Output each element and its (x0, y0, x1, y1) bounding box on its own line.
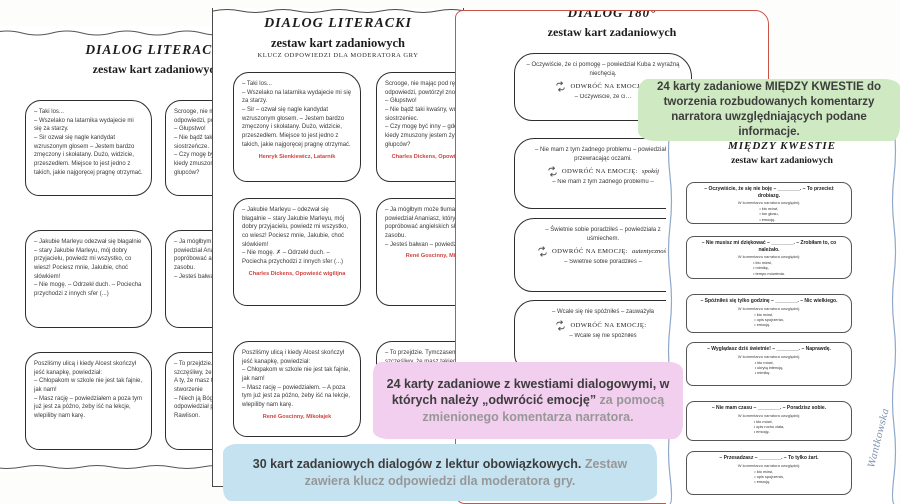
page-title: DIALOG 180° (567, 10, 657, 20)
flip-emotion: autentyczność (632, 248, 670, 256)
page-title: DIALOG LITERACKI (85, 42, 229, 57)
card-result: – Oczywiście, że ci… (574, 94, 632, 101)
narrator-card: – Spóźniłeś się tylko godzinę – ________… (686, 294, 852, 333)
card-line: – Wcale się nie spóźniłeś – zauważyła (551, 309, 655, 315)
card-text: – To przejdzie. Tymczasem szczęśliwy, że… (385, 350, 463, 365)
narrator-card: – Nie musisz mi dziękować – ________. – … (686, 236, 852, 279)
callout-dialog-180: 24 karty zadaniowe z kwestiami dialogowy… (373, 362, 683, 439)
page-subtitle: zestaw kart zadaniowych (547, 25, 677, 39)
card-line: – Świetnie sobie poradziłeś – powiedział… (545, 227, 661, 242)
callout-miedzy-kwestie: 24 karty zadaniowe MIĘDZY KWESTIE do two… (638, 79, 900, 141)
card-bullets: kto mówi, mimikę, tempo mówienia. (753, 260, 785, 276)
flip-card: – Wcale się nie spóźniłeś – zauważyła OD… (514, 300, 692, 372)
callout-dialog-literacki: 30 kart zadaniowych dialogów z lektur ob… (223, 444, 657, 501)
task-card: – Jakubie Marleyu odezwał się błagalnie … (25, 230, 152, 328)
card-result: – Świetnie sobie poradziłeś – (564, 259, 642, 266)
flip-arrows-icon (555, 81, 566, 92)
narrator-card: – Przesadzasz – ________. – To tylko żar… (686, 451, 852, 495)
card-text: – Jakubie Marleyu odezwał się błagalnie … (34, 239, 142, 298)
callout-text: 24 karty zadaniowe MIĘDZY KWESTIE do two… (656, 81, 882, 138)
card-bullets: kto mówi, ukrytą intencję, mimikę. (755, 360, 783, 376)
card-line: – Wyglądasz dziś świetnie! – ________. –… (707, 346, 831, 352)
card-result: – Nie mam z tym żadnego problemu – (552, 179, 654, 186)
card-caption: W komentarzu narratora uwzględnij: (737, 200, 801, 205)
page-subtitle: zestaw kart zadaniowych (92, 62, 222, 76)
narrator-card: – Nie mam czasu – ________. – Poradzisz … (686, 401, 852, 441)
page-subtitle: zestaw kart zadaniowych (731, 156, 833, 166)
card-bullets: kto mówi, ton głosu, emocję. (759, 206, 779, 222)
answer-card: – Ja mógłbym może tłumaczyć – powiedział… (376, 198, 463, 306)
card-source: Charles Dickens, Opowieść wigilijna (248, 270, 346, 277)
card-bullets: kto mówi, opis spojrzenia, emocję. (754, 469, 784, 485)
card-text: – Taki los... – Wszelako na latarnika wy… (242, 81, 352, 148)
card-source: René Goscinny, Mikołajek (405, 253, 463, 260)
flip-emotion: spokój (641, 168, 660, 176)
page-subtitle: zestaw kart zadaniowych (270, 36, 405, 50)
card-line: – Nie mam z tym żadnego problemu – powie… (534, 147, 672, 162)
card-caption: W komentarzu narratora uwzględnij: (737, 353, 801, 359)
card-text: – Taki los... – Wszelako na latarnika wy… (34, 109, 143, 176)
flip-arrows-icon (555, 320, 566, 331)
page-miedzy-kwestie: MIĘDZY KWESTIE zestaw kart zadaniowych –… (666, 126, 898, 504)
card-bullets: kto mówi, opis spojrzenia, emocję. (754, 312, 784, 328)
card-source: René Goscinny, Mikołajek (262, 413, 332, 420)
card-text: – Jakubie Marleyu – odezwał się błagalni… (242, 207, 349, 266)
card-caption: W komentarzu narratora uwzględnij: (737, 305, 801, 311)
page-title: MIĘDZY KWESTIE (727, 140, 837, 152)
card-line: – Przesadzasz – ________. – To tylko żar… (719, 455, 819, 461)
card-text: Poszliśmy ulicą i kiedy Alcest skończył … (242, 350, 351, 409)
card-line: – Oczywiście, że ci pomogę – powiedział … (526, 62, 680, 77)
flip-label: ODWRÓĆ NA EMOCJĘ: (570, 83, 647, 91)
card-source: Henryk Sienkiewicz, Latarnik (258, 153, 336, 160)
card-caption: W komentarzu narratora uwzględnij: (737, 462, 801, 468)
card-line: – Oczywiście, że się nie boję – ________… (704, 186, 834, 199)
card-text: Scrooge, nie mając pod ręką żadnej odpow… (385, 81, 463, 148)
card-source: Charles Dickens, Opowieść wigilijna (391, 153, 464, 160)
card-line: – Spóźniłeś się tylko godzinę – ________… (700, 298, 838, 304)
callout-text: 30 kart zadaniowych dialogów z lektur ob… (252, 457, 628, 488)
flip-arrows-icon (537, 246, 548, 257)
card-bullets: kto mówi, opis ruchu ciała, emocję. (754, 419, 784, 435)
page-title: DIALOG LITERACKI (264, 16, 412, 31)
card-text: – Ja mógłbym może tłumaczyć – powiedział… (385, 207, 463, 248)
answer-card: Poszliśmy ulicą i kiedy Alcest skończył … (233, 341, 361, 437)
flip-label: ODWRÓĆ NA EMOCJĘ: (561, 168, 638, 176)
card-caption: W komentarzu narratora uwzględnij: (737, 412, 801, 418)
card-caption: W komentarzu narratora uwzględnij: (737, 254, 801, 259)
narrator-card: – Oczywiście, że się nie boję – ________… (686, 182, 852, 224)
card-text: Poszliśmy ulicą i kiedy Alcest skończył … (34, 361, 143, 420)
flip-card: – Świetnie sobie poradziłeś – powiedział… (514, 218, 692, 292)
page-kicker: KLUCZ ODPOWIEDZI DLA MODERATORA GRY (257, 52, 419, 59)
answer-card: – Jakubie Marleyu – odezwał się błagalni… (233, 198, 361, 306)
card-result: – Wcale się nie spóźniłeś (569, 332, 637, 339)
flip-label: ODWRÓĆ NA EMOCJĘ: (551, 248, 629, 256)
card-line: – Nie mam czasu – ________. – Poradzisz … (711, 405, 827, 411)
flip-arrows-icon (547, 166, 558, 177)
card-line: – Nie musisz mi dziękować – ________. – … (701, 240, 837, 253)
page-border-right (891, 126, 897, 504)
narrator-card: – Wyglądasz dziś świetnie! – ________. –… (686, 342, 852, 386)
page-border-left (667, 126, 673, 504)
task-card: – Taki los... – Wszelako na latarnika wy… (25, 100, 152, 196)
task-card: Poszliśmy ulicą i kiedy Alcest skończył … (25, 352, 152, 450)
answer-card: – Taki los... – Wszelako na latarnika wy… (233, 72, 361, 182)
flip-label: ODWRÓĆ NA EMOCJĘ: (570, 321, 647, 329)
answer-card: Scrooge, nie mając pod ręką żadnej odpow… (376, 72, 464, 182)
callout-text: 24 karty zadaniowe z kwestiami dialogowy… (386, 377, 670, 424)
